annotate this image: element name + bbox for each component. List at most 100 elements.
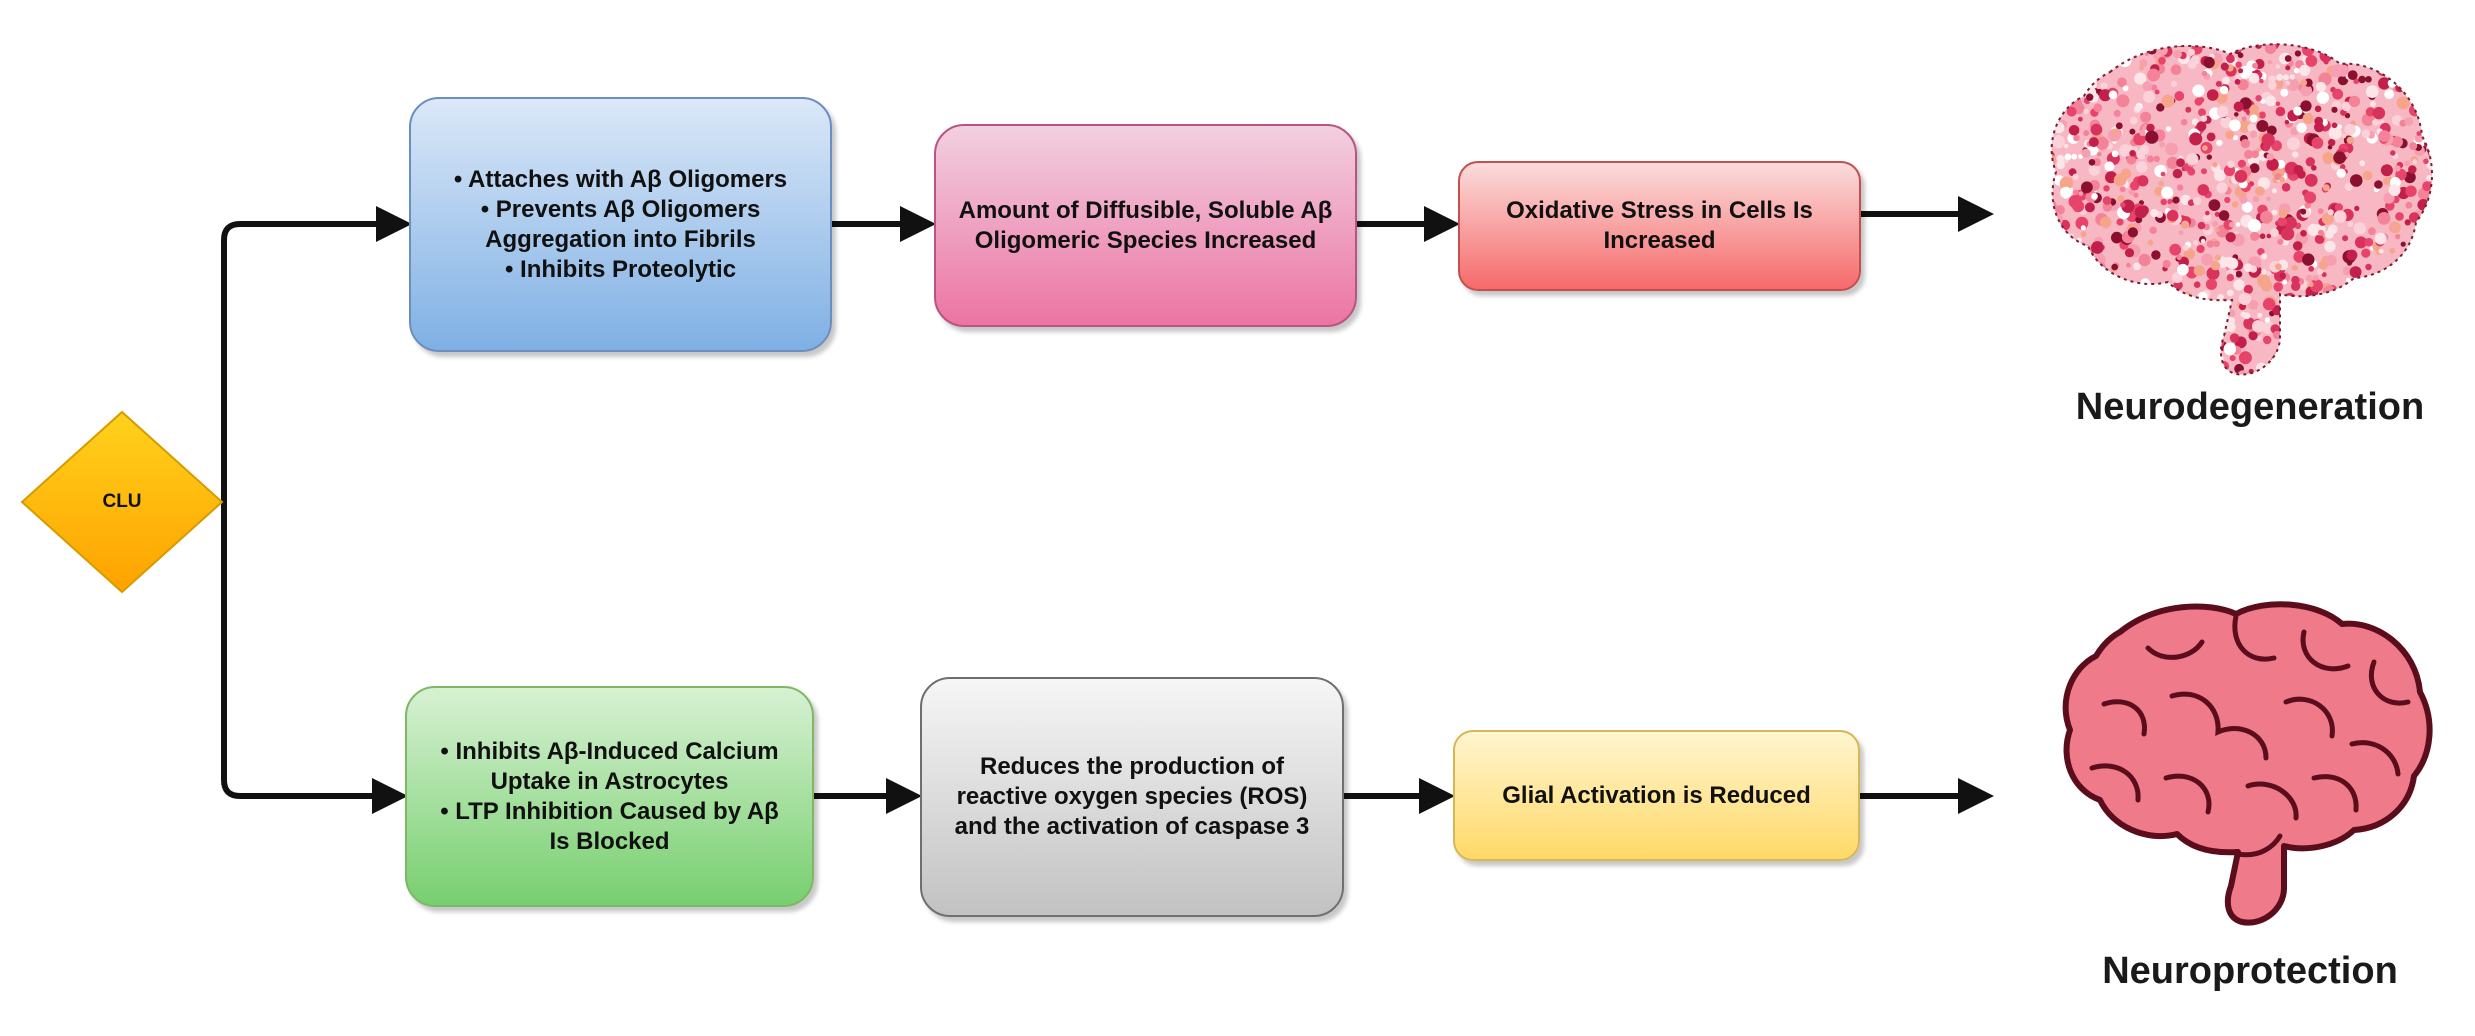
brain-speckle (2241, 201, 2253, 213)
brain-speckle (2176, 184, 2184, 191)
brain-speckle (2314, 105, 2322, 113)
brain-speckle (2425, 337, 2430, 342)
brain-speckle (2432, 343, 2440, 351)
brain-speckle (2164, 327, 2172, 335)
brain-speckle (2237, 79, 2249, 91)
brain-speckle (2064, 143, 2069, 149)
brain-speckle (2420, 119, 2433, 132)
brain-speckle (2198, 97, 2205, 103)
brain-speckle (2051, 90, 2056, 100)
brain-speckle (2260, 211, 2273, 224)
brain-speckle (2418, 283, 2429, 294)
brain-speckle (2412, 88, 2419, 95)
top-step-2-box: Amount of Diffusible, Soluble Aβ Oligome… (934, 124, 1357, 327)
brain-speckle (2389, 44, 2400, 55)
brain-speckle (2421, 214, 2427, 220)
brain-speckle (2353, 287, 2360, 294)
brain-speckle (2362, 170, 2373, 181)
brain-speckle (2095, 136, 2109, 150)
brain-speckle (2328, 126, 2342, 140)
brain-speckle (2128, 243, 2134, 250)
brain-speckle (2366, 369, 2372, 375)
brain-speckle (2382, 379, 2388, 385)
brain-speckle (2302, 112, 2314, 124)
brain-speckle (2040, 203, 2044, 212)
brain-speckle (2119, 289, 2127, 297)
brain-speckle (2250, 231, 2260, 241)
brain-speckle (2171, 272, 2183, 284)
brain-speckle (2353, 45, 2361, 53)
top-step-1-line: • Attaches with Aβ Oligomers (453, 165, 788, 193)
brain-speckle (2101, 354, 2107, 361)
brain-speckle (2243, 284, 2253, 294)
brain-speckle (2398, 78, 2409, 88)
brain-speckle (2079, 340, 2084, 345)
brain-speckle (2384, 89, 2394, 99)
brain-speckle (2234, 78, 2241, 85)
brain-speckle (2277, 238, 2284, 245)
brain-speckle (2432, 364, 2440, 373)
brain-speckle (2300, 208, 2307, 215)
brain-speckle (2426, 132, 2432, 138)
brain-speckle (2427, 361, 2433, 368)
brain-speckle (2287, 137, 2300, 151)
brain-speckle (2211, 44, 2219, 48)
brain-speckle (2078, 154, 2083, 159)
brain-speckle (2296, 122, 2307, 133)
brain-speckle (2151, 84, 2158, 91)
brain-speckle (2300, 341, 2308, 349)
brain-speckle (2351, 339, 2359, 348)
brain-speckle (2102, 303, 2114, 315)
brain-speckle (2436, 289, 2440, 296)
brain-speckle (2365, 85, 2379, 98)
brain-speckle (2353, 222, 2366, 235)
brain-speckle (2063, 300, 2069, 306)
brain-speckle (2365, 263, 2372, 271)
brain-speckle (2190, 55, 2201, 65)
brain-speckle (2073, 300, 2084, 311)
brain-speckle (2040, 243, 2048, 253)
brain-speckle (2088, 32, 2099, 42)
brain-speckle (2430, 281, 2433, 292)
brain-speckle (2051, 303, 2064, 316)
brain-speckle (2408, 44, 2419, 52)
brain-speckle (2333, 151, 2346, 164)
brain-speckle (2179, 303, 2189, 313)
brain-speckle (2104, 44, 2117, 57)
brain-speckle (2127, 368, 2135, 375)
brain-speckle (2108, 44, 2119, 54)
brain-speckle (2334, 365, 2341, 372)
brain-speckle (2043, 96, 2052, 105)
brain-speckle (2237, 370, 2250, 375)
brain-speckle (2193, 265, 2205, 277)
brain-speckle (2203, 32, 2213, 41)
brain-speckle (2226, 257, 2239, 270)
brain-speckle (2129, 128, 2136, 135)
brain-speckle (2197, 221, 2206, 230)
brain-speckle (2082, 275, 2095, 289)
brain-speckle (2176, 254, 2182, 261)
brain-speckle (2082, 60, 2094, 72)
brain-speckle (2255, 186, 2265, 196)
brain-speckle (2156, 306, 2164, 315)
brain-speckle (2404, 268, 2409, 273)
brain-speckle (2109, 32, 2114, 35)
brain-speckle (2388, 184, 2401, 197)
brain-speckle (2099, 32, 2111, 42)
brain-speckle (2258, 111, 2266, 119)
brain-speckle (2305, 32, 2311, 36)
brain-speckle (2070, 359, 2076, 364)
brain-speckle (2111, 128, 2119, 136)
brain-speckle (2308, 265, 2315, 272)
brain-speckle (2266, 233, 2272, 239)
brain-speckle (2119, 283, 2126, 291)
brain-speckle (2225, 130, 2234, 140)
brain-speckle (2070, 32, 2078, 39)
brain-speckle (2384, 330, 2394, 340)
brain-speckle (2272, 363, 2284, 375)
brain-speckle (2040, 153, 2048, 163)
brain-speckle (2412, 244, 2424, 256)
brain-speckle (2177, 263, 2189, 276)
brain-speckle (2192, 196, 2202, 206)
brain-speckle (2252, 380, 2257, 385)
